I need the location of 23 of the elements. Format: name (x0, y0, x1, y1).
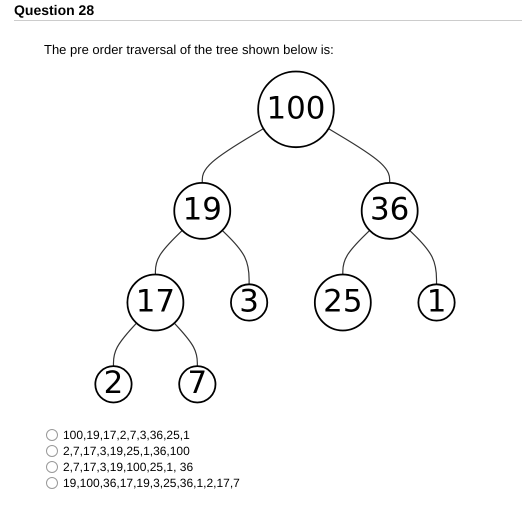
node-circle: 19 (173, 182, 232, 240)
connector (202, 128, 264, 183)
node-circle: 100 (257, 70, 335, 148)
connector (174, 322, 198, 366)
answer-option: 100,19,17,2,7,3,36,25,1 (63, 427, 190, 443)
node-circle: 3 (230, 283, 268, 322)
connector (342, 230, 370, 274)
connector (409, 230, 438, 284)
connector (154, 230, 183, 274)
node-circle: 1 (417, 283, 456, 322)
answer-option: 19,100,36,17,19,3,25,36,1,2,17,7 (63, 475, 240, 491)
question-heading: Question 28 (14, 2, 94, 18)
node-circle: 7 (178, 365, 216, 404)
question-text: The pre order traversal of the tree shown below is: (44, 42, 334, 57)
answer-option: 2,7,17,3,19,25,1,36,100 (63, 443, 190, 459)
node-circle: 17 (126, 274, 184, 332)
node-circle: 36 (360, 182, 419, 240)
node-circle: 25 (314, 274, 372, 332)
answer-option: 2,7,17,3,19,100,25,1, 36 (63, 459, 194, 475)
connector (112, 322, 137, 366)
node-circle: 2 (94, 365, 133, 404)
connector (328, 128, 390, 183)
connector (222, 230, 250, 284)
